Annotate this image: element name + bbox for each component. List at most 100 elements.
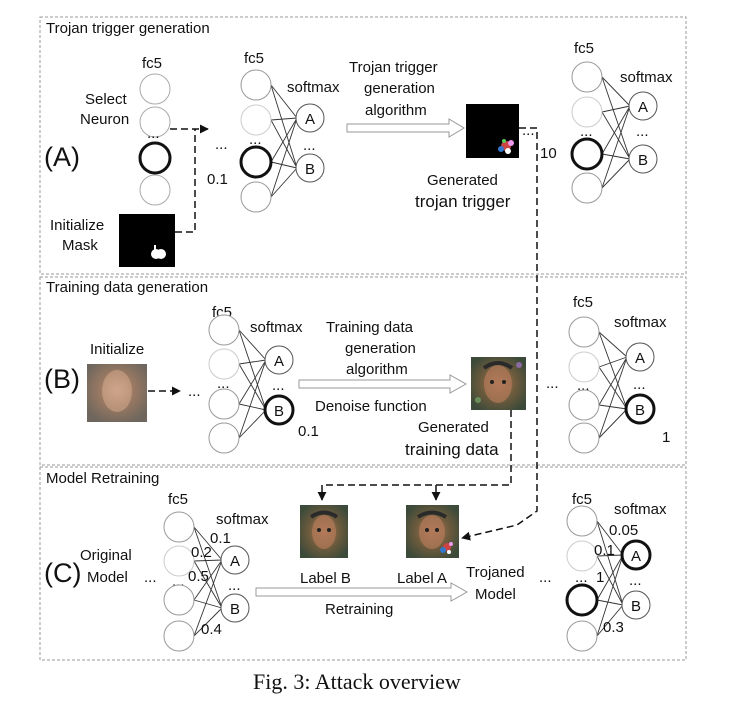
label-a-text: Label A [397, 570, 447, 587]
label-a-image [406, 505, 459, 558]
connections [193, 526, 223, 637]
ellipsis: ... [633, 376, 646, 393]
neuron [163, 511, 195, 543]
output-value-b-left: 0.1 [298, 423, 319, 440]
output-class-a [264, 345, 294, 375]
output-class-a [628, 91, 658, 121]
dashed-arrow [461, 127, 538, 541]
softmax-label-c-left: softmax [216, 511, 269, 528]
selected-neuron [565, 583, 599, 617]
generated-training-image [471, 357, 526, 410]
selected-neuron [570, 137, 604, 171]
trojaned-model-label-1: Trojaned [466, 564, 525, 581]
dashed-arrow [317, 410, 512, 501]
select-neuron-label-2: Neuron [80, 111, 129, 128]
algorithm-label-b-3: algorithm [346, 361, 408, 378]
weight-right-4: 0.3 [603, 619, 624, 636]
ellipsis: ... [575, 569, 588, 586]
output-class-a-selected [620, 539, 652, 571]
softmax-label-c-right: softmax [614, 501, 667, 518]
select-neuron-label-1: Select [85, 91, 128, 108]
dashed-arrow [175, 129, 196, 233]
ellipsis: ... [217, 375, 230, 392]
weight-right-2: 0.1 [594, 542, 615, 559]
neuron [240, 69, 272, 101]
trojaned-model-label-2: Model [475, 586, 516, 603]
ellipsis: ... [249, 131, 262, 148]
section-a-title: Trojan trigger generation [46, 20, 210, 37]
trigger-patch [498, 139, 514, 154]
original-model-label-1: Original [80, 547, 132, 564]
section-c-frame [39, 466, 687, 661]
section-a-frame [39, 16, 687, 275]
output-class-b-selected [624, 393, 656, 425]
selected-neuron [239, 145, 273, 179]
fc5-label-c-right: fc5 [572, 491, 592, 508]
ellipsis: ... [580, 123, 593, 140]
section-c-marker: (C) [44, 558, 81, 588]
output-class-a-label: A [638, 99, 648, 116]
output-class-a-label: A [305, 111, 315, 128]
weight-left-4: 0.4 [201, 621, 222, 638]
ellipsis: ... [272, 377, 285, 394]
algorithm-label-a-3: algorithm [365, 102, 427, 119]
neuron [163, 584, 195, 616]
output-class-b [295, 153, 325, 183]
section-b-marker: (B) [44, 364, 80, 394]
label-b-text: Label B [300, 570, 351, 587]
output-class-a-label: A [230, 553, 240, 570]
ellipsis: ... [228, 577, 241, 594]
neuron [566, 505, 598, 537]
generated-trigger-label-1: Generated [427, 172, 498, 189]
section-b-title: Training data generation [46, 279, 208, 296]
neuron [208, 422, 240, 454]
section-c-title: Model Retraining [46, 470, 159, 487]
output-class-a-label: A [274, 353, 284, 370]
output-class-b-label: B [635, 402, 645, 419]
connections [270, 84, 298, 198]
weight-left-1: 0.1 [210, 530, 231, 547]
denoise-label: Denoise function [315, 398, 427, 415]
selected-neuron [138, 141, 172, 175]
neuron [139, 106, 171, 138]
neuron [568, 351, 600, 383]
output-class-b-selected [263, 394, 295, 426]
neuron-value-a-right: 10 [540, 145, 557, 162]
output-class-b-label: B [631, 598, 641, 615]
apple-logo-icon [151, 245, 166, 259]
weight-left-2: 0.2 [191, 544, 212, 561]
neuron [139, 73, 171, 105]
initialize-label: Initialize [90, 341, 144, 358]
output-class-b-label: B [274, 403, 284, 420]
connections [238, 329, 267, 439]
neuron [208, 388, 240, 420]
output-class-b [621, 590, 651, 620]
output-class-a-label: A [635, 350, 645, 367]
ellipsis: ... [539, 569, 552, 586]
output-class-b [220, 593, 250, 623]
initialize-mask-label-2: Mask [62, 237, 98, 254]
face-shape [102, 370, 132, 412]
fc5-label-a-left: fc5 [142, 55, 162, 72]
ellipsis: ... [215, 136, 228, 153]
output-class-b [628, 144, 658, 174]
weight-right-1: 0.05 [609, 522, 638, 539]
process-arrow [346, 118, 465, 138]
neuron [568, 389, 600, 421]
ellipsis: ... [147, 125, 160, 142]
output-class-b-label: B [230, 601, 240, 618]
output-class-b-label: B [638, 152, 648, 169]
ellipsis: ... [522, 122, 535, 139]
neuron [568, 316, 600, 348]
neuron [240, 181, 272, 213]
neuron-value-a-left: 0.1 [207, 171, 228, 188]
algorithm-label-a-2: generation [364, 80, 435, 97]
connections [596, 520, 624, 637]
retraining-label: Retraining [325, 601, 393, 618]
original-model-label-2: Model [87, 569, 128, 586]
connections [601, 76, 631, 189]
neuron [571, 61, 603, 93]
neuron [163, 545, 195, 577]
ellipsis: ... [629, 572, 642, 589]
